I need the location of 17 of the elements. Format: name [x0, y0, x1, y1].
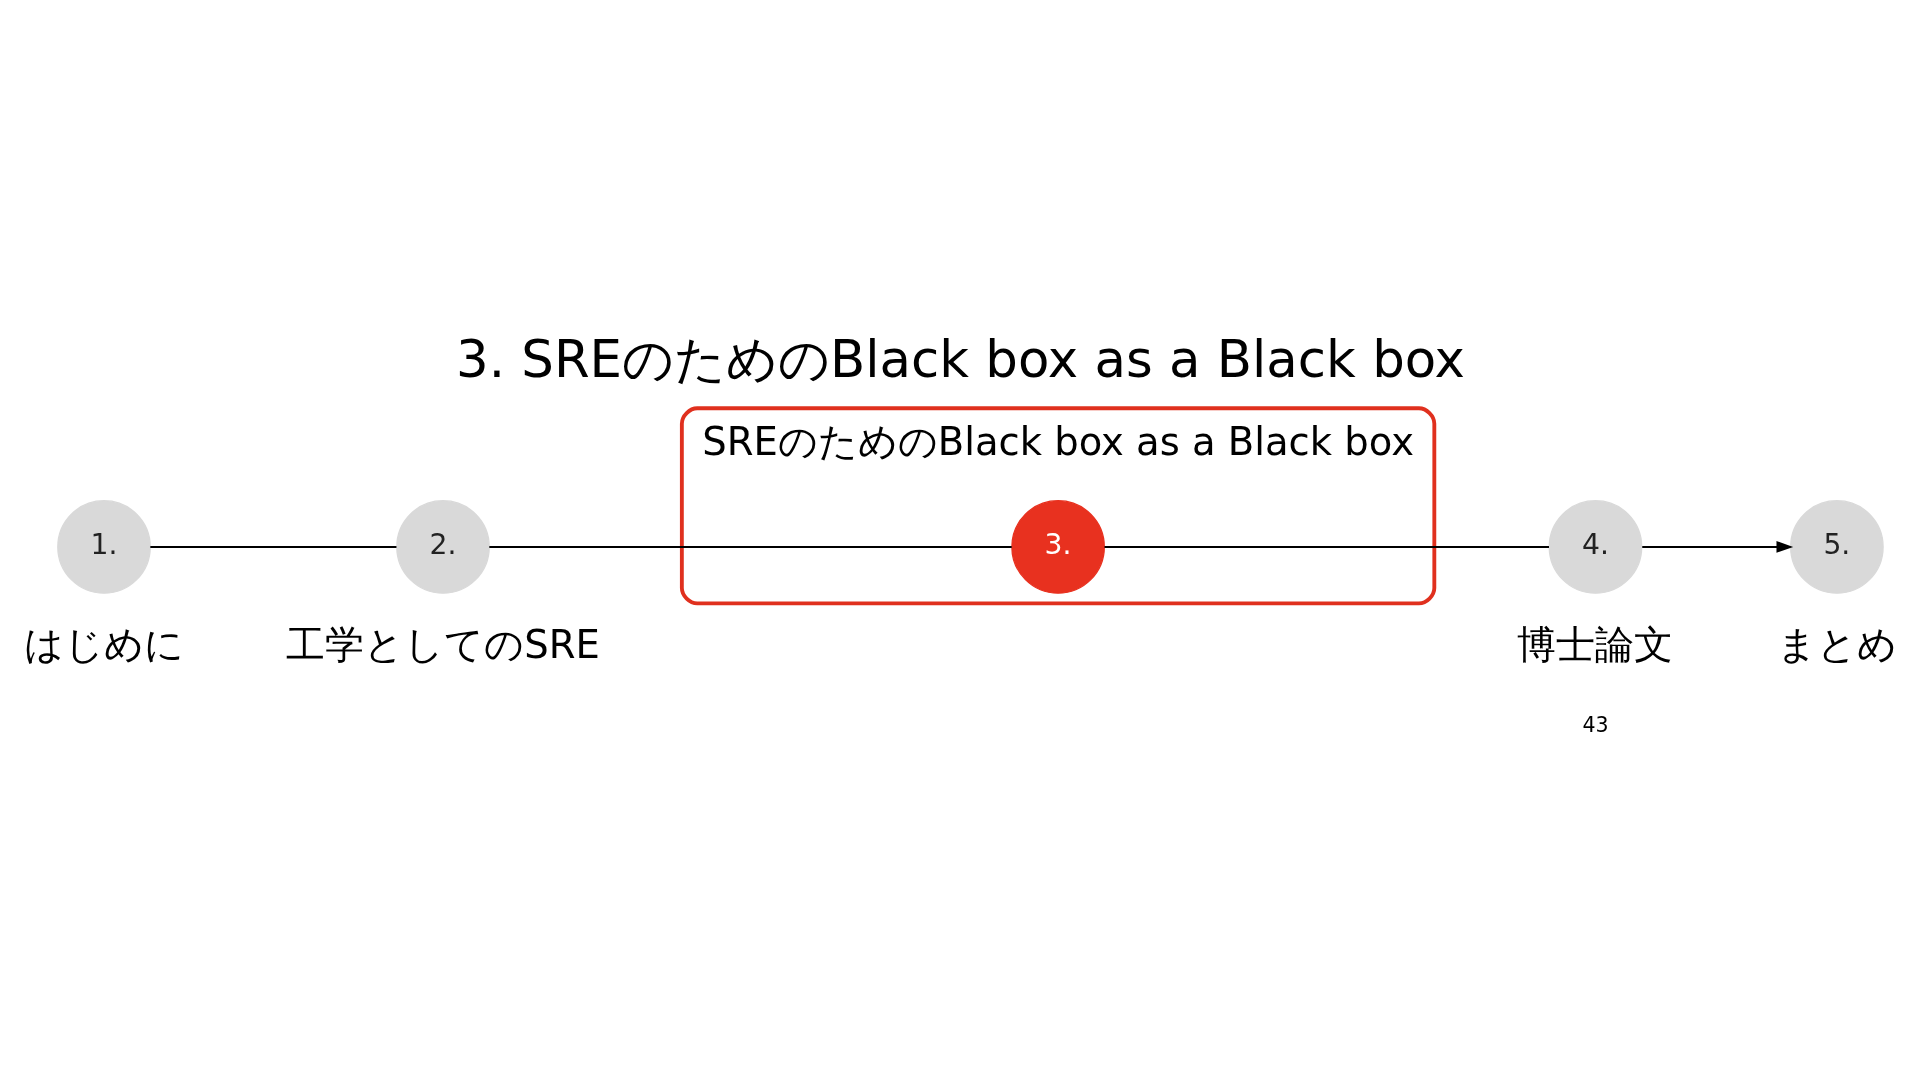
node-label: はじめに: [23, 621, 184, 667]
node-circle: 2.: [395, 499, 490, 594]
node-circle: 4.: [1548, 499, 1642, 594]
diagram-title: 3. SREのためのBlack box as a Black box: [455, 328, 1465, 389]
label: 43: [1581, 712, 1609, 737]
node-label: 工学としてのSRE: [285, 621, 600, 667]
connector: [487, 545, 1013, 548]
connector: [148, 545, 397, 548]
node-label: まとめ: [1776, 621, 1897, 667]
node-circle: 5.: [1789, 499, 1884, 594]
node-circle: 3.: [1010, 499, 1105, 594]
connector: [1103, 545, 1550, 548]
node-label: SREのためのBlack box as a Black box: [701, 418, 1414, 464]
cluster: [679, 405, 1436, 605]
node-label: 博士論文: [1516, 621, 1673, 667]
node-circle: 1.: [56, 499, 151, 594]
arrow: [1640, 540, 1793, 553]
